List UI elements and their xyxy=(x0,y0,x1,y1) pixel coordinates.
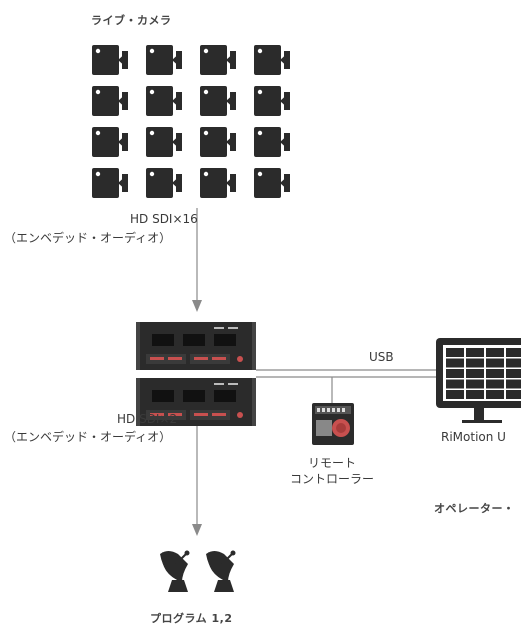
video-camera-icon xyxy=(92,168,128,198)
monitor-tile xyxy=(446,348,464,357)
remote-label-line2: コントローラー xyxy=(289,472,374,486)
monitor-tile xyxy=(466,369,484,378)
input-signal-line1: HD SDI×16 xyxy=(130,212,198,226)
output-signal-line1: HD SDI×2 xyxy=(117,412,178,426)
ui-monitor xyxy=(436,338,521,423)
output-arrow xyxy=(192,524,202,536)
input-arrow xyxy=(192,300,202,312)
monitor-tile xyxy=(446,369,464,378)
monitor-tile xyxy=(446,390,464,399)
video-camera-icon xyxy=(146,127,182,157)
video-camera-icon xyxy=(92,86,128,116)
monitor-tile xyxy=(466,348,484,357)
monitor-tile xyxy=(466,379,484,389)
monitor-tile xyxy=(506,358,521,368)
video-camera-icon xyxy=(200,45,236,75)
video-camera-icon xyxy=(254,168,290,198)
video-camera-icon xyxy=(254,45,290,75)
satellite-dish-1 xyxy=(160,550,190,592)
monitor-tile xyxy=(466,390,484,399)
monitor-tile xyxy=(486,348,504,357)
monitor-tile xyxy=(446,379,464,389)
video-camera-icon xyxy=(254,86,290,116)
remote-label-line1: リモート xyxy=(307,456,356,470)
video-camera-icon xyxy=(146,45,182,75)
monitor-tile xyxy=(506,348,521,357)
monitor-tile xyxy=(486,369,504,378)
monitor-tile xyxy=(506,369,521,378)
remote-controller xyxy=(312,403,354,445)
usb-label: USB xyxy=(369,350,394,364)
monitor-tile xyxy=(506,379,521,389)
video-camera-icon xyxy=(92,45,128,75)
monitor-tile xyxy=(486,390,504,399)
video-camera-icon xyxy=(200,86,236,116)
operator-label: オペレーター・ xyxy=(434,502,515,515)
monitor-tile xyxy=(486,379,504,389)
input-signal-line2: （エンベデッド・オーディオ） xyxy=(4,231,172,245)
video-camera-icon xyxy=(92,127,128,157)
video-camera-icon xyxy=(200,168,236,198)
monitor-tile xyxy=(506,390,521,399)
video-camera-icon xyxy=(146,86,182,116)
monitor-tile xyxy=(466,358,484,368)
monitor-tile xyxy=(486,358,504,368)
satellite-dish-2 xyxy=(206,550,236,592)
rimotion-ui-label: RiMotion U xyxy=(441,430,506,444)
video-camera-icon xyxy=(254,127,290,157)
camera-grid xyxy=(92,45,290,198)
server-unit-1 xyxy=(136,322,256,370)
server-unit-2 xyxy=(136,378,256,426)
monitor-tile xyxy=(446,358,464,368)
video-camera-icon xyxy=(146,168,182,198)
video-camera-icon xyxy=(200,127,236,157)
output-signal-line2: （エンベデッド・オーディオ） xyxy=(4,430,172,444)
live-cameras-title: ライブ・カメラ xyxy=(91,14,172,27)
program-label: プログラム 1,2 xyxy=(150,612,233,625)
